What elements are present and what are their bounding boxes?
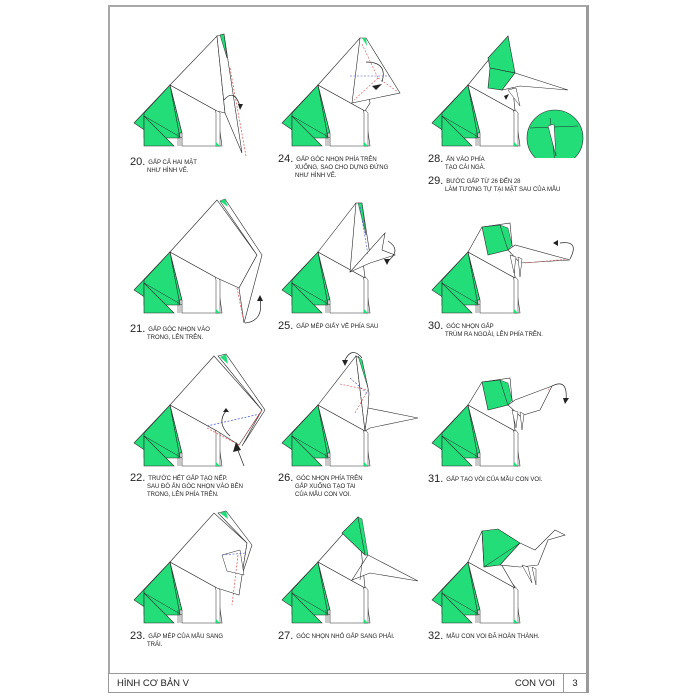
step-23: 23.GẤP MÉP CỦA MẪU SANG TRÁI. (122, 505, 272, 660)
step-31: 31.GẤP TẠO VÒI CỦA MẪU CON VOI. (420, 348, 570, 503)
step-31-caption: 31.GẤP TẠO VÒI CỦA MẪU CON VOI. (428, 473, 543, 485)
step-30: 30.GÓC NHỌN GẤP TRÙM RA NGOÀI, LÊN PHÍA … (420, 195, 574, 350)
step-23-diagram (133, 510, 253, 624)
step-22-caption: 22.TRƯỚC HẾT GẤP TẠO NẾP. SAU ĐÓ ẤN GÓC … (130, 472, 244, 499)
step-26-diagram (281, 352, 419, 467)
step-22: 22.TRƯỚC HẾT GẤP TẠO NẾP. SAU ĐÓ ẤN GÓC … (122, 348, 272, 503)
step-21-caption: 21.GẤP GÓC NHỌN VÀO TRONG, LÊN TRÊN. (130, 323, 210, 342)
step-22-diagram (133, 353, 266, 467)
step-24-diagram (281, 37, 401, 147)
step-28-29: 28.ẤN VÀO PHÍA TẠO CÁI NGÀ. 29.BƯỚC GẤP … (420, 28, 584, 193)
step-32-diagram (431, 528, 566, 624)
step-24: 24.GẤP GÓC NHỌN PHÍA TRÊN XUỐNG, SAO CHO… (270, 28, 420, 183)
step-27-caption: 27.GÓC NHỌN NHỎ GẤP SANG PHẢI. (278, 630, 395, 642)
step-21-diagram (133, 198, 263, 324)
step-20: 20.GẤP CẢ HAI MẶT NHƯ HÌNH VẼ. (122, 28, 272, 183)
detail-magnifier (526, 109, 584, 158)
step-28-diagram (431, 35, 584, 158)
step-20-caption: 20.GẤP CẢ HAI MẶT NHƯ HÌNH VẼ. (130, 156, 197, 175)
step-31-diagram (431, 377, 569, 467)
step-24-caption: 24.GẤP GÓC NHỌN PHÍA TRÊN XUỐNG, SAO CHO… (278, 153, 389, 180)
step-21: 21.GẤP GÓC NHỌN VÀO TRONG, LÊN TRÊN. (122, 195, 272, 350)
page-footer: HÌNH CƠ BẢN V CON VOI 3 (108, 673, 589, 693)
step-27: 27.GÓC NHỌN NHỎ GẤP SANG PHẢI. (270, 505, 420, 660)
book-title: HÌNH CƠ BẢN V (117, 677, 190, 689)
step-20-diagram (133, 33, 247, 157)
step-30-diagram (431, 222, 574, 314)
step-30-caption: 30.GÓC NHỌN GẤP TRÙM RA NGOÀI, LÊN PHÍA … (428, 320, 543, 339)
step-26-caption: 26.GÓC NHỌN PHÍA TRÊN GẤP XUỐNG TẠO TAI … (278, 472, 363, 499)
step-25-caption: 25.GẤP MÉP GIẤY VỀ PHÍA SAU (278, 320, 379, 332)
step-32: 32.MẪU CON VOI ĐÃ HOÀN THÀNH. (420, 505, 570, 660)
step-28-caption: 28.ẤN VÀO PHÍA TẠO CÁI NGÀ. (428, 153, 486, 172)
step-25-diagram (281, 202, 396, 314)
page-number: 3 (563, 674, 586, 692)
step-27-diagram (281, 516, 419, 624)
step-23-caption: 23.GẤP MÉP CỦA MẪU SANG TRÁI. (130, 630, 224, 649)
step-25: 25.GẤP MÉP GIẤY VỀ PHÍA SAU (270, 195, 420, 350)
model-name: CON VOI (514, 677, 555, 689)
step-32-caption: 32.MẪU CON VOI ĐÃ HOÀN THÀNH. (428, 630, 540, 642)
step-26: 26.GÓC NHỌN PHÍA TRÊN GẤP XUỐNG TẠO TAI … (270, 348, 420, 503)
step-29-caption: 29.BƯỚC GẤP TỪ 26 ĐẾN 28 LÀM TƯƠNG TỰ TẠ… (428, 175, 561, 194)
